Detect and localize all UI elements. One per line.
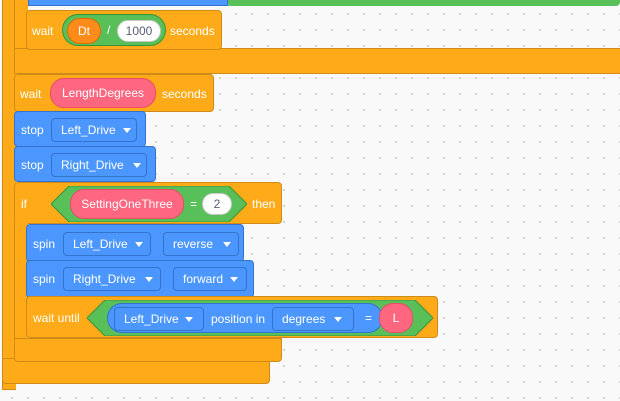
- stop-right-drive-block[interactable]: stop Right_Drive: [14, 146, 156, 182]
- stop-left-drive-block[interactable]: stop Left_Drive: [14, 111, 146, 147]
- compare-value-input[interactable]: 2: [202, 193, 232, 215]
- motor-name: Left_Drive: [73, 237, 128, 251]
- spin-label: spin: [33, 272, 56, 286]
- motor-dropdown[interactable]: Right_Drive: [63, 267, 161, 291]
- units-value: degrees: [282, 312, 326, 326]
- if-block-bottom-arm: [14, 338, 282, 362]
- chevron-down-icon: [230, 277, 238, 282]
- top-cutoff-condition: [226, 0, 620, 6]
- motor-position-reporter[interactable]: Left_Drive position in degrees: [107, 303, 383, 333]
- position-in-label: position in: [211, 312, 266, 326]
- inner-c-block-bottom-arm: [14, 48, 620, 74]
- outer-c-block-spine: [2, 0, 16, 390]
- equals-symbol: =: [365, 311, 373, 325]
- wait-until-label: wait until: [33, 311, 80, 325]
- units-dropdown[interactable]: degrees: [272, 307, 354, 331]
- wait-until-block[interactable]: wait until Left_Drive position in degree…: [26, 296, 438, 338]
- wait-dt-block[interactable]: wait Dt / 1000 seconds: [26, 10, 222, 50]
- motor-dropdown[interactable]: Left_Drive: [51, 118, 137, 142]
- divide-symbol: /: [107, 23, 111, 37]
- motor-dropdown[interactable]: Left_Drive: [114, 307, 204, 331]
- top-cutoff-block: [28, 0, 228, 6]
- setting-variable[interactable]: SettingOneThree: [70, 189, 184, 219]
- spin-right-drive-block[interactable]: spin Right_Drive forward: [26, 260, 254, 298]
- chevron-down-icon: [185, 317, 193, 322]
- direction-value: forward: [183, 272, 224, 286]
- wait-label: wait: [20, 87, 42, 101]
- motor-name: Left_Drive: [61, 123, 116, 137]
- divide-operator[interactable]: Dt / 1000: [62, 14, 166, 46]
- stop-label: stop: [21, 123, 44, 137]
- motor-name: Right_Drive: [61, 158, 124, 172]
- then-label: then: [252, 197, 276, 211]
- equals-symbol: =: [190, 197, 198, 211]
- motor-dropdown[interactable]: Right_Drive: [51, 153, 147, 177]
- if-block-header[interactable]: if SettingOneThree = 2 then: [14, 182, 282, 224]
- chevron-down-icon: [133, 163, 141, 168]
- motor-name: Left_Drive: [124, 312, 179, 326]
- length-degrees-variable[interactable]: LengthDegrees: [50, 78, 156, 108]
- spin-label: spin: [33, 237, 56, 251]
- if-block-spine: [14, 222, 28, 342]
- chevron-down-icon: [334, 317, 342, 322]
- seconds-label: seconds: [162, 87, 207, 101]
- chevron-down-icon: [223, 242, 231, 247]
- seconds-label: seconds: [170, 24, 215, 38]
- chevron-down-icon: [145, 277, 153, 282]
- chevron-down-icon: [135, 242, 143, 247]
- spin-left-drive-block[interactable]: spin Left_Drive reverse: [26, 224, 244, 262]
- wait-length-block[interactable]: wait LengthDegrees seconds: [14, 74, 214, 112]
- dt-variable[interactable]: Dt: [67, 18, 101, 44]
- motor-name: Right_Drive: [73, 272, 136, 286]
- stop-label: stop: [21, 158, 44, 172]
- divisor-input[interactable]: 1000: [117, 20, 161, 42]
- if-label: if: [21, 197, 27, 211]
- wait-label: wait: [32, 24, 54, 38]
- l-variable[interactable]: L: [379, 303, 413, 333]
- direction-value: reverse: [173, 237, 214, 251]
- chevron-down-icon: [123, 128, 131, 133]
